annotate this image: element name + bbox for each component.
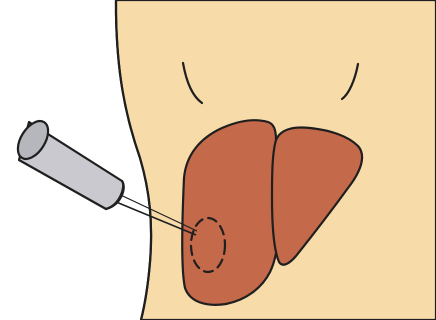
liver-right-lobe [182, 120, 278, 305]
biopsy-needle-icon [12, 116, 124, 209]
